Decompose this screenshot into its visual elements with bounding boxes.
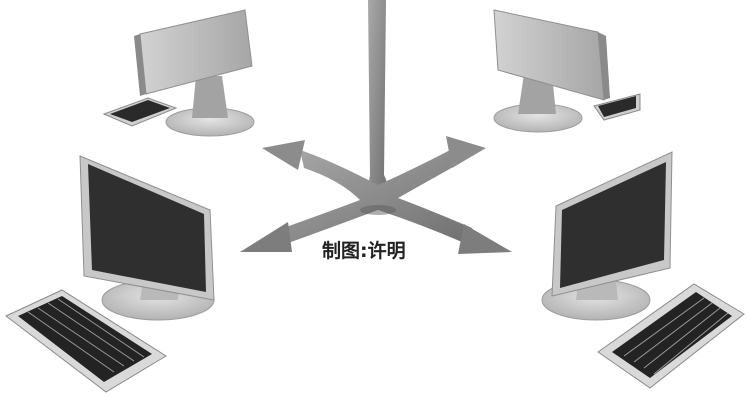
arrow-icon	[446, 136, 486, 168]
keyboard-icon	[597, 283, 745, 389]
arrow-icon	[262, 140, 305, 170]
monitor-icon	[134, 9, 253, 96]
monitor-icon	[79, 155, 215, 301]
arrow-icon	[240, 222, 292, 252]
image-credit: 制图:许明	[322, 240, 406, 262]
keyboard-icon	[102, 97, 178, 127]
computer-bottom-left	[5, 155, 215, 393]
computer-top-right	[493, 9, 641, 133]
computer-top-left	[102, 9, 255, 137]
keyboard-icon	[593, 93, 641, 121]
network-hub-icon	[240, 0, 512, 254]
monitor-icon	[551, 151, 673, 297]
keyboard-icon	[5, 289, 167, 393]
arrow-icon	[458, 224, 512, 254]
computer-bottom-right	[541, 151, 745, 389]
monitor-icon	[493, 9, 610, 101]
